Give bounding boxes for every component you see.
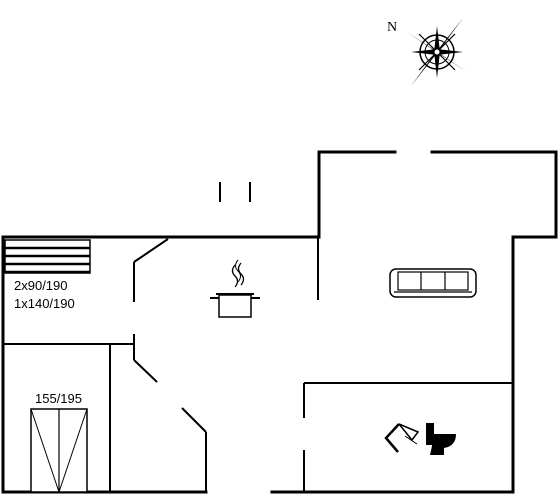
compass-north-label: N — [387, 20, 397, 35]
double-bed-size-label: 155/195 — [35, 391, 82, 406]
sofa-icon — [389, 268, 477, 298]
bunk-bed-size-label: 2x90/190 — [14, 278, 68, 293]
compass-rose-icon — [407, 18, 467, 86]
single-bed-size-label: 1x140/190 — [14, 296, 75, 311]
cooking-pot-icon — [210, 259, 260, 318]
bunk-bed-icon — [4, 239, 91, 274]
double-bed-icon — [30, 408, 88, 493]
window-marks — [219, 182, 251, 202]
interior-walls — [3, 237, 513, 492]
shower-icon — [384, 423, 420, 453]
toilet-icon — [426, 423, 456, 455]
